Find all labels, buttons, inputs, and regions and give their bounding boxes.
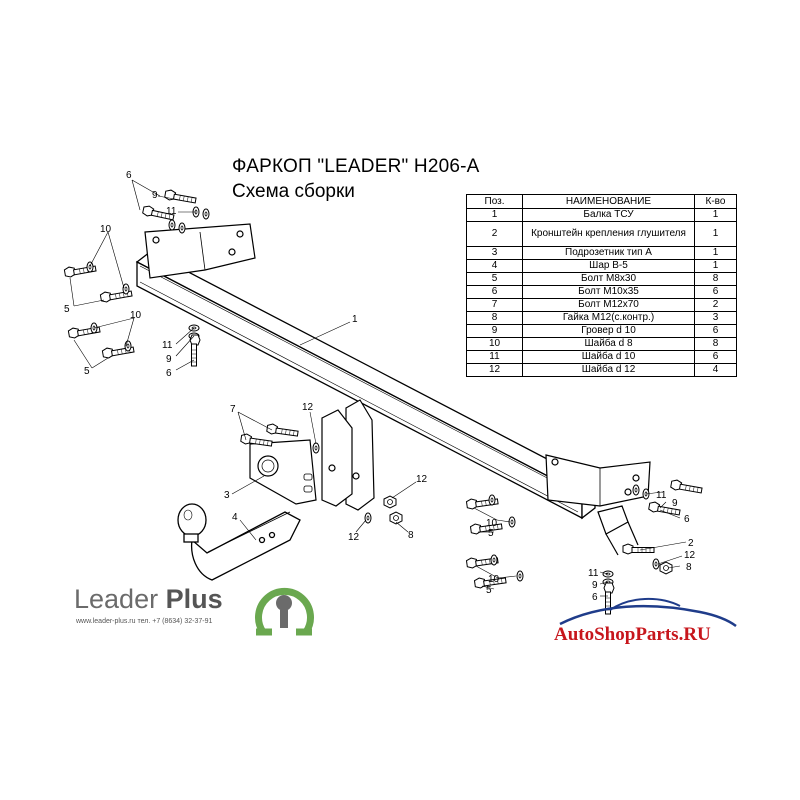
muffler-bracket <box>597 505 639 556</box>
callout-2: 2 <box>688 538 694 549</box>
callout-12: 12 <box>416 474 428 485</box>
logo-brand-light: Leader <box>74 584 159 614</box>
callout-numbers: 1 6 9 11 10 5 10 5 11 9 6 7 12 3 4 12 12… <box>64 170 696 603</box>
callout-10: 10 <box>130 310 142 321</box>
callout-5: 5 <box>488 528 494 539</box>
table-header-row: Поз. НАИМЕНОВАНИЕ К-во <box>466 194 737 209</box>
callout-5: 5 <box>84 366 90 377</box>
callout-11: 11 <box>588 568 599 579</box>
callout-7: 7 <box>230 404 236 415</box>
socket-mount-plates <box>321 399 375 511</box>
callout-5: 5 <box>64 304 70 315</box>
cell-name: Шайба d 12 <box>522 363 695 377</box>
cell-quantity: 4 <box>694 363 737 377</box>
callout-11: 11 <box>166 206 177 217</box>
logo-brand-bold: Plus <box>165 584 223 614</box>
callout-6: 6 <box>684 514 690 525</box>
watermark-text: AutoShopParts.RU <box>554 624 711 645</box>
callout-10: 10 <box>100 224 112 235</box>
callout-8: 8 <box>408 530 414 541</box>
callout-5: 5 <box>486 585 492 596</box>
socket-holder <box>249 439 317 505</box>
callout-10: 10 <box>486 518 498 529</box>
leader-lines <box>69 179 687 597</box>
cell-position: 12 <box>466 363 523 377</box>
leader-plus-logo-icon <box>255 587 314 636</box>
callout-12: 12 <box>348 532 360 543</box>
callout-11: 11 <box>162 340 173 351</box>
diagram-subtitle: Схема сборки <box>232 181 355 202</box>
callout-12: 12 <box>684 550 696 561</box>
callout-11: 11 <box>656 490 667 501</box>
callout-6: 6 <box>126 170 132 181</box>
callout-9: 9 <box>152 190 158 201</box>
callout-8: 8 <box>686 562 692 573</box>
callout-3: 3 <box>224 490 230 501</box>
callout-1: 1 <box>352 314 358 325</box>
callout-10: 10 <box>488 574 500 585</box>
right-bracket <box>545 454 651 507</box>
callout-9: 9 <box>592 580 598 591</box>
callout-6: 6 <box>592 592 598 603</box>
left-bracket <box>144 223 256 279</box>
callout-9: 9 <box>166 354 172 365</box>
bolt-group-left <box>63 261 135 360</box>
callout-4: 4 <box>232 512 238 523</box>
callout-12: 12 <box>302 402 314 413</box>
tow-ball-mount <box>177 503 301 581</box>
logo-contacts: www.leader-plus.ru тел. +7 (8634) 32-37-… <box>76 618 213 625</box>
callout-6: 6 <box>166 368 172 379</box>
diagram-title: ФАРКОП "LEADER" H206-A <box>232 156 480 177</box>
cell-position: 2 <box>466 221 523 247</box>
car-silhouette-icon <box>559 597 737 628</box>
leader-plus-logo-text: Leader Plus <box>74 584 223 614</box>
callout-9: 9 <box>672 498 678 509</box>
